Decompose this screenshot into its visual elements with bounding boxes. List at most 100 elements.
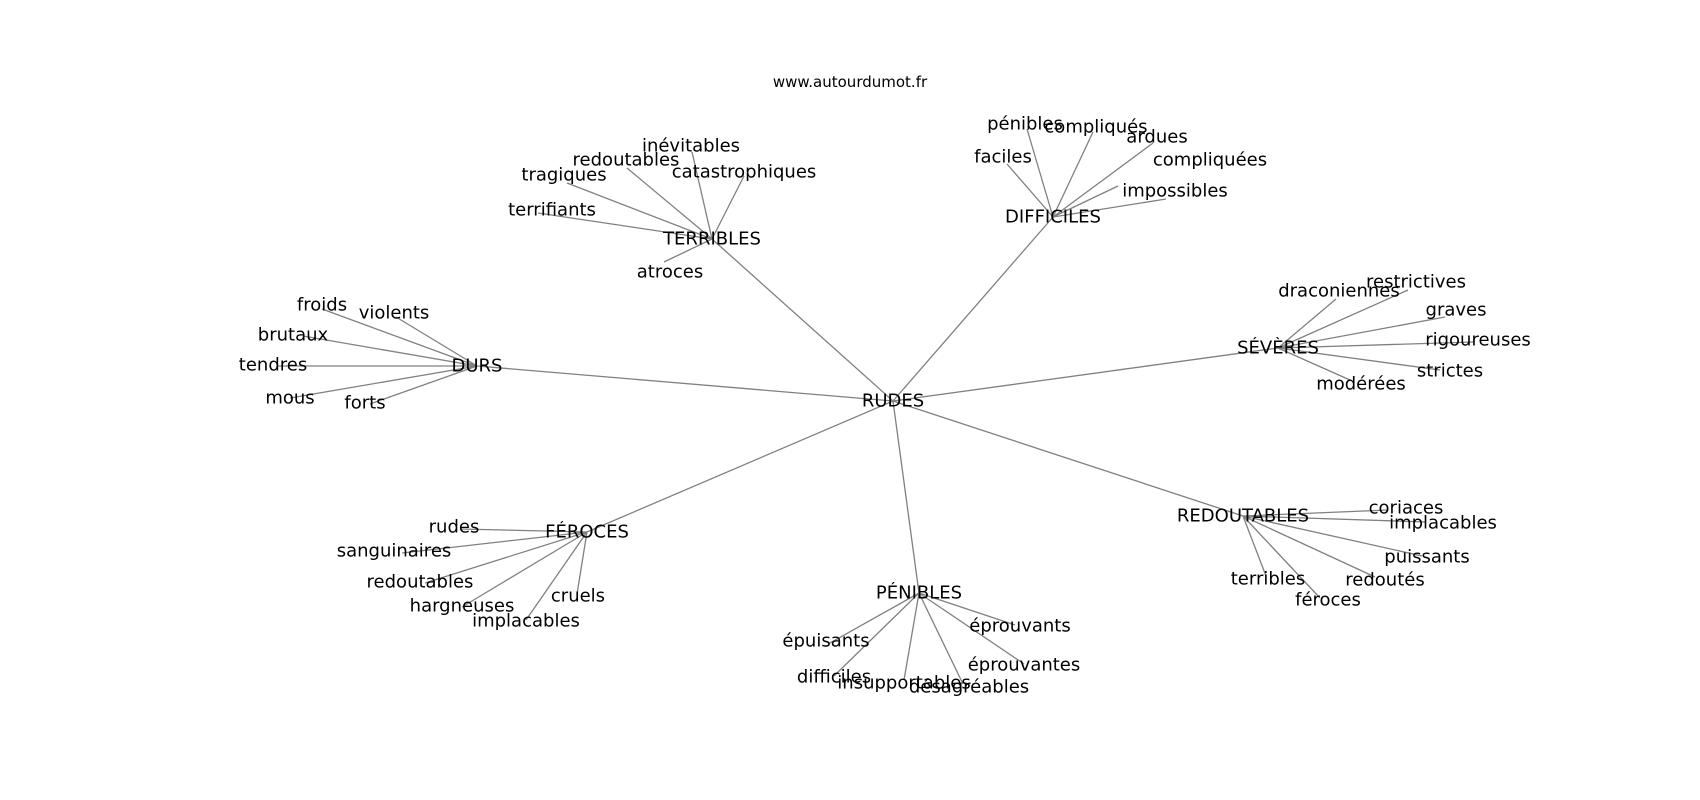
word-node-redoutables-2: puissants [1384, 547, 1469, 568]
edge-redoutables-4 [1242, 515, 1267, 577]
edge-feroces-5 [525, 531, 588, 621]
edge-difficiles-5 [1052, 198, 1167, 218]
edge-difficiles-0 [1026, 128, 1054, 218]
edge-severes-5 [1277, 347, 1351, 381]
edge-feroces-3 [461, 531, 588, 608]
edge-difficiles-3 [1006, 163, 1054, 218]
word-node-feroces-3: hargneuses [410, 596, 515, 617]
group-node-terribles: TERRIBLES [662, 229, 761, 250]
edge-durs-0 [321, 308, 478, 367]
word-node-severes-1: restrictives [1366, 272, 1466, 293]
edge-durs-1 [395, 316, 478, 367]
word-node-redoutables-5: féroces [1295, 590, 1361, 611]
edge-difficiles-4 [1052, 185, 1119, 218]
group-node-difficiles: DIFFICILES [1005, 207, 1101, 228]
edge-severes-4 [1277, 347, 1441, 371]
edge-severes-0 [1277, 298, 1337, 349]
edge-penibles-4 [903, 592, 920, 681]
word-node-severes-2: graves [1426, 300, 1487, 321]
group-node-severes: SÉVÈRES [1237, 337, 1319, 359]
edge-redoutables-1 [1242, 515, 1427, 523]
edge-penibles-0 [918, 592, 1016, 626]
word-node-feroces-1: sanguinaires [337, 541, 452, 562]
word-node-terribles-5: atroces [637, 262, 703, 283]
word-node-severes-3: rigoureuses [1425, 330, 1531, 351]
edge-feroces-1 [401, 531, 588, 554]
edge-redoutables-0 [1242, 509, 1389, 517]
word-node-penibles-2: éprouvantes [968, 655, 1081, 676]
word-node-difficiles-1: compliqués [1044, 117, 1147, 138]
word-node-penibles-5: désagréables [909, 677, 1029, 698]
edge-redoutables-2 [1242, 515, 1423, 557]
source-label: www.autourdumot.fr [773, 73, 928, 91]
word-node-durs-4: mous [265, 388, 314, 409]
word-node-severes-0: draconiennes [1278, 281, 1400, 302]
word-node-feroces-2: redoutables [367, 572, 474, 593]
edge-root-redoutables [892, 400, 1244, 517]
word-node-difficiles-5: impossibles [1122, 181, 1228, 202]
word-node-redoutables-4: terribles [1231, 569, 1306, 590]
word-node-feroces-0: rudes [429, 517, 480, 538]
word-node-durs-1: violents [359, 303, 430, 324]
edge-root-penibles [892, 400, 920, 594]
edge-terribles-4 [537, 212, 713, 240]
word-node-durs-5: forts [344, 393, 385, 414]
edge-penibles-2 [918, 592, 1025, 665]
edge-root-durs [476, 365, 894, 402]
word-node-penibles-4: insupportables [837, 673, 970, 694]
word-node-feroces-5: implacables [472, 611, 580, 632]
edge-durs-5 [369, 365, 478, 405]
word-node-terribles-2: catastrophiques [672, 162, 817, 183]
edge-terribles-0 [691, 151, 713, 240]
word-node-redoutables-1: implacables [1389, 513, 1497, 534]
word-node-severes-5: modérées [1316, 374, 1406, 395]
group-node-redoutables: REDOUTABLES [1177, 506, 1309, 527]
word-node-durs-2: brutaux [258, 325, 329, 346]
edge-severes-2 [1277, 316, 1446, 349]
edge-terribles-5 [663, 238, 713, 263]
edge-penibles-5 [918, 592, 964, 685]
edge-penibles-3 [833, 592, 920, 677]
edge-durs-2 [302, 335, 478, 367]
edge-root-terribles [711, 238, 894, 402]
edge-penibles-1 [829, 592, 920, 644]
word-node-redoutables-3: redoutés [1345, 570, 1424, 591]
word-node-feroces-4: cruels [551, 586, 605, 607]
edge-terribles-1 [626, 167, 713, 240]
word-node-penibles-1: épuisants [782, 631, 869, 652]
graph-labels: www.autourdumot.fr RUDES TERRIBLES inévita… [239, 73, 1531, 698]
edge-root-feroces [586, 400, 894, 533]
word-node-terribles-4: terrifiants [508, 200, 596, 221]
graph-edges [277, 128, 1474, 685]
edge-severes-1 [1277, 289, 1409, 349]
word-node-terribles-3: tragiques [521, 165, 606, 186]
word-node-redoutables-0: coriaces [1369, 498, 1444, 519]
edge-root-difficiles [892, 216, 1054, 402]
edge-feroces-4 [576, 531, 588, 595]
word-node-durs-0: froids [297, 295, 347, 316]
edge-root-severes [892, 347, 1279, 402]
group-node-durs: DURS [452, 356, 503, 377]
edge-redoutables-5 [1242, 515, 1321, 599]
group-node-feroces: FÉROCES [545, 521, 629, 543]
word-node-terribles-1: redoutables [573, 150, 680, 171]
edge-feroces-2 [424, 531, 588, 584]
word-node-difficiles-4: compliquées [1153, 150, 1267, 171]
edge-terribles-2 [711, 175, 745, 240]
root-node-label: RUDES [862, 391, 924, 412]
edge-difficiles-2 [1052, 142, 1154, 218]
edge-difficiles-1 [1052, 131, 1094, 218]
edge-terribles-3 [566, 182, 713, 240]
word-node-penibles-3: difficiles [797, 667, 871, 688]
edge-feroces-0 [459, 528, 588, 533]
word-node-penibles-0: éprouvants [969, 616, 1070, 637]
edge-durs-4 [289, 365, 478, 399]
word-node-difficiles-0: pénibles [987, 114, 1063, 135]
word-node-durs-3: tendres [239, 355, 307, 376]
group-node-penibles: PÉNIBLES [876, 582, 962, 604]
word-node-terribles-0: inévitables [642, 136, 740, 157]
edge-severes-3 [1277, 341, 1474, 349]
word-node-difficiles-3: faciles [974, 147, 1032, 168]
word-node-difficiles-2: ardues [1126, 127, 1187, 148]
